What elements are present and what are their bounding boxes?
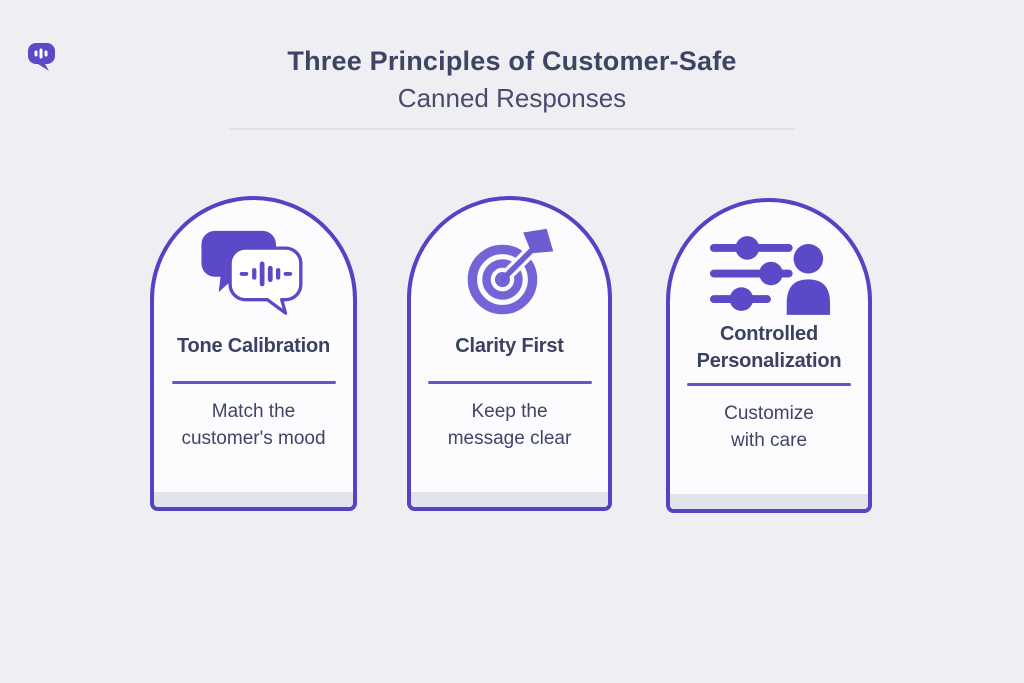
card-divider <box>427 381 592 384</box>
card-footer-strip <box>411 492 608 507</box>
card-title-line-2: Personalization <box>696 350 842 372</box>
card-description: Keep the message clear <box>448 398 572 452</box>
page-title-line-2: Canned Responses <box>397 83 627 113</box>
card-title: Clarity First <box>455 334 564 357</box>
card-description-line-1: Keep the <box>471 401 548 422</box>
card-footer-strip <box>154 492 353 507</box>
speech-bubbles-waveform-icon <box>200 230 302 315</box>
chat-bubble-soundwave-logo <box>28 43 55 71</box>
header-divider <box>229 128 795 130</box>
card-icon-box <box>706 231 832 317</box>
target-dart-icon <box>467 228 553 315</box>
card-divider <box>171 381 336 384</box>
card-tone-calibration: Tone Calibration Match the customer's mo… <box>150 196 357 511</box>
card-title: Tone Calibration <box>176 334 331 357</box>
card-icon-box <box>463 228 557 315</box>
sliders-person-icon <box>709 235 831 315</box>
card-description-line-1: Match the <box>211 401 296 422</box>
card-footer-strip <box>670 494 868 509</box>
card-title-box: Controlled Personalization <box>697 319 842 377</box>
card-description: Customize with care <box>724 400 814 454</box>
card-divider <box>687 383 851 386</box>
card-description-line-2: customer's mood <box>181 428 326 449</box>
card-icon-box <box>198 229 310 315</box>
page-header: Three Principles of Customer-Safe Canned… <box>0 46 1024 113</box>
card-clarity-first: Clarity First Keep the message clear <box>407 196 612 511</box>
card-description-line-1: Customize <box>724 403 814 424</box>
card-description-line-2: message clear <box>447 428 572 449</box>
page-title-line-1: Three Principles of Customer-Safe <box>287 46 737 76</box>
card-title-box: Clarity First <box>455 317 564 375</box>
card-description: Match the customer's mood <box>181 398 325 452</box>
card-title-box: Tone Calibration <box>177 317 330 375</box>
card-description-line-2: with care <box>730 430 808 451</box>
card-title-line-1: Controlled <box>719 323 818 345</box>
card-controlled-personalization: Controlled Personalization Customize wit… <box>666 198 872 513</box>
